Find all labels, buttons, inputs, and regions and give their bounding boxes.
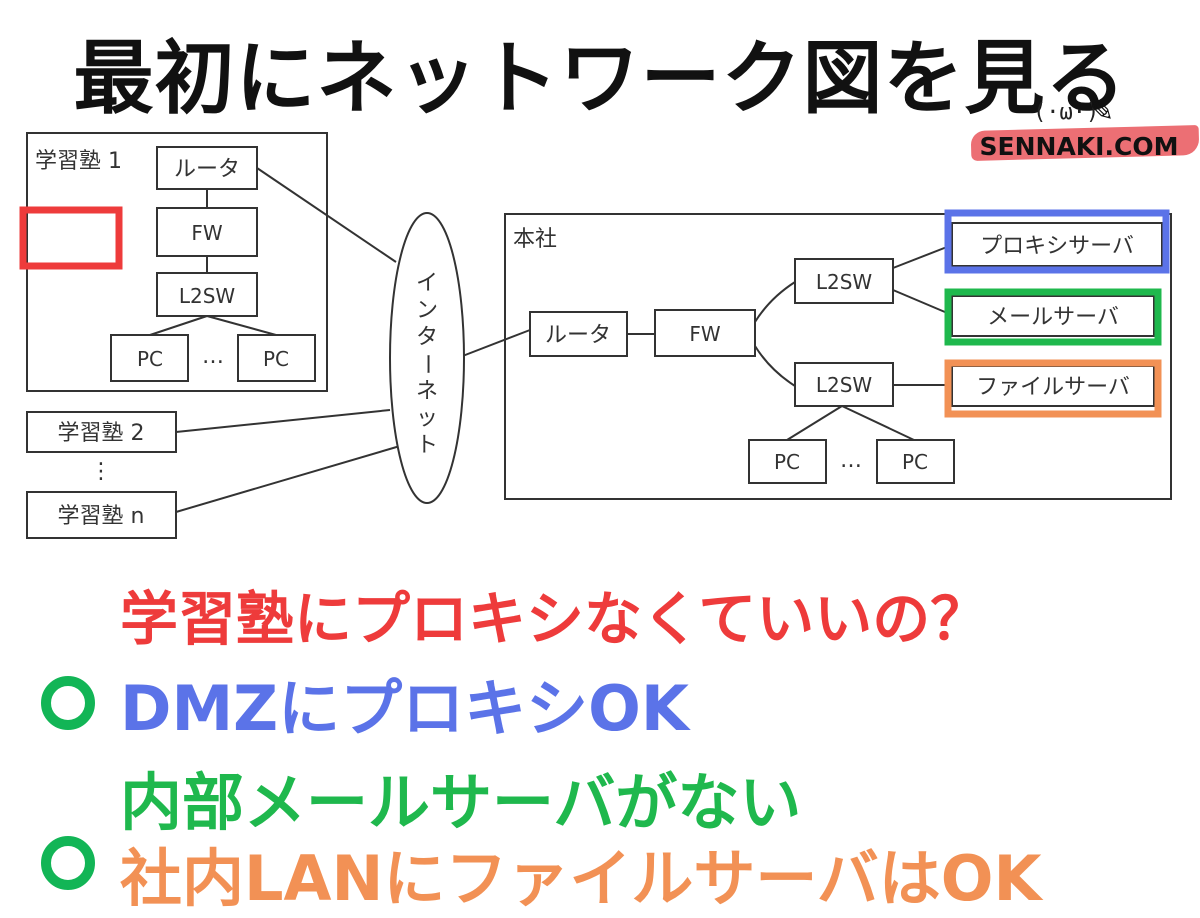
link-school2-internet bbox=[175, 409, 391, 433]
router-box-hq bbox=[529, 311, 628, 357]
link-fw-l2sw-top bbox=[754, 281, 796, 323]
l2sw-label-hq-top: L2SW bbox=[816, 270, 873, 294]
pc-label-hq-b: PC bbox=[902, 450, 928, 474]
router-box-school1 bbox=[156, 146, 258, 190]
l2sw-box-hq-bottom bbox=[794, 362, 894, 407]
pc-box-school1-b bbox=[237, 334, 316, 382]
pc-label-school1-a: PC bbox=[137, 347, 163, 371]
question-callout: 学習塾にプロキシなくていいの？ bbox=[120, 585, 989, 653]
internet-label: イ ン タ ー ネ ッ ト bbox=[414, 271, 439, 458]
link-l2sw-pc2-school1 bbox=[206, 315, 277, 336]
proxy-server-label: プロキシサーバ bbox=[980, 234, 1134, 259]
internet-char: ッ bbox=[416, 406, 438, 431]
l2sw-box-hq-top bbox=[794, 258, 894, 304]
link-l2sw-pc2-hq bbox=[841, 405, 915, 441]
internet-char: ト bbox=[416, 433, 438, 458]
ellipsis-hq: … bbox=[840, 448, 862, 473]
file-server-box bbox=[951, 365, 1155, 407]
l2sw-box-school1 bbox=[156, 272, 258, 317]
link-l2sw-mail bbox=[892, 289, 953, 316]
brand-site-text: SENNAKI.COM bbox=[979, 132, 1179, 161]
fw-label-school1: FW bbox=[191, 221, 223, 245]
highlight-green-frame bbox=[944, 288, 1162, 346]
l2sw-label-hq-bottom: L2SW bbox=[816, 373, 873, 397]
no-internal-mail-callout: 内部メールサーバがない bbox=[120, 766, 802, 839]
fw-box-school1 bbox=[156, 207, 258, 257]
internet-char: タ bbox=[416, 325, 438, 350]
school2-box bbox=[26, 411, 177, 453]
highlight-orange-frame bbox=[944, 359, 1162, 418]
internet-char: ン bbox=[416, 298, 438, 323]
face-emoticon: (·ω·) bbox=[1033, 100, 1100, 125]
internet-char: イ bbox=[416, 271, 438, 296]
link-l2sw-pc1-hq bbox=[786, 405, 843, 441]
brush-icon: ✎ bbox=[1089, 94, 1115, 129]
internet-char: ー bbox=[414, 353, 439, 375]
schooln-label: 学習塾 n bbox=[58, 504, 145, 529]
link-l2sw-pc1-school1 bbox=[149, 315, 208, 336]
mail-server-label: メールサーバ bbox=[987, 305, 1119, 330]
fw-label-hq: FW bbox=[689, 322, 721, 346]
file-server-label: ファイルサーバ bbox=[976, 375, 1130, 400]
school2-label: 学習塾 2 bbox=[58, 421, 145, 446]
internet-char: ネ bbox=[416, 379, 438, 404]
link-schooln-internet bbox=[175, 445, 401, 513]
hq-label: 本社 bbox=[513, 227, 557, 252]
brand-logo: (·ω·) ✎ SENNAKI.COM bbox=[965, 94, 1200, 176]
router-label-hq: ルータ bbox=[545, 323, 611, 348]
link-fw-l2sw-bottom bbox=[754, 345, 796, 387]
l2sw-label-school1: L2SW bbox=[179, 284, 236, 308]
network-diagram: 学習塾 1 ルータ FW L2SW PC … PC 学習塾 2 ⋮ 学習塾 n … bbox=[19, 132, 1172, 539]
pc-box-school1-a bbox=[110, 334, 189, 382]
pc-box-hq-a bbox=[748, 439, 827, 484]
ok-circle-icon bbox=[41, 836, 95, 890]
highlight-blue-frame bbox=[944, 209, 1170, 274]
mail-server-box bbox=[951, 295, 1155, 337]
file-server-ok-callout: 社内LANにファイルサーバはOK bbox=[120, 842, 1042, 915]
proxy-server-box bbox=[951, 222, 1163, 267]
hq-container bbox=[504, 213, 1172, 500]
pc-label-school1-b: PC bbox=[263, 347, 289, 371]
dmz-proxy-ok-callout: DMZにプロキシOK bbox=[120, 672, 689, 745]
page-title: 最初にネットワーク図を見る bbox=[73, 32, 1127, 125]
highlight-red-frame bbox=[19, 206, 123, 270]
link-l2sw-proxy bbox=[892, 244, 953, 269]
router-label-school1: ルータ bbox=[174, 157, 240, 182]
school1-label: 学習塾 1 bbox=[35, 149, 122, 174]
schooln-box bbox=[26, 491, 177, 539]
ok-circle-icon bbox=[41, 676, 95, 730]
pc-label-hq-a: PC bbox=[774, 450, 800, 474]
fw-box-hq bbox=[654, 309, 756, 357]
internet-cloud bbox=[389, 212, 465, 504]
link-school1-internet bbox=[256, 167, 397, 263]
link-internet-hq bbox=[459, 329, 531, 358]
ellipsis-school1: … bbox=[202, 344, 224, 369]
pc-box-hq-b bbox=[876, 439, 955, 484]
vertical-ellipsis: ⋮ bbox=[90, 459, 112, 484]
